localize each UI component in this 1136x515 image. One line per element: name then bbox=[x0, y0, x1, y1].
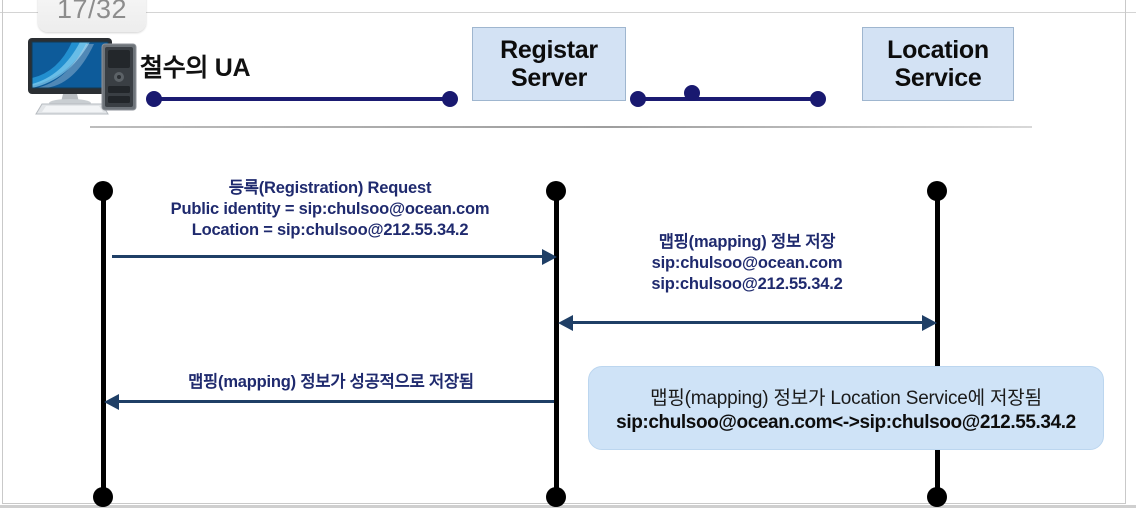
message-mapping-store-label: 맵핑(mapping) 정보 저장 sip:chulsoo@ocean.com … bbox=[558, 232, 936, 295]
connector-ua-registrar bbox=[156, 97, 452, 101]
location-lifeline-bottom-dot bbox=[927, 487, 947, 507]
message-line: 맵핑(mapping) 정보 저장 bbox=[658, 233, 836, 251]
registrar-lifeline-bottom-dot bbox=[546, 487, 566, 507]
message-line: Public identity = sip:chulsoo@ocean.com bbox=[170, 200, 490, 219]
message-line: sip:chulsoo@212.55.34.2 bbox=[651, 275, 843, 294]
connector-knob-registrar-right bbox=[630, 91, 646, 107]
callout-line2: sip:chulsoo@ocean.com<->sip:chulsoo@212.… bbox=[616, 411, 1076, 433]
arrow-mapping-success bbox=[118, 400, 554, 403]
header-divider bbox=[90, 126, 1032, 128]
ua-lifeline-top-dot bbox=[93, 181, 113, 201]
message-line: 맵핑(mapping) 정보가 성공적으로 저장됨 bbox=[188, 373, 474, 391]
registrar-lifeline bbox=[554, 190, 559, 497]
message-line: sip:chulsoo@ocean.com bbox=[651, 254, 843, 273]
connector-knob-ua bbox=[146, 91, 162, 107]
connector-knob-location bbox=[810, 91, 826, 107]
registrar-box-line1: Registar bbox=[500, 36, 598, 64]
message-mapping-success-label: 맵핑(mapping) 정보가 성공적으로 저장됨 bbox=[106, 372, 556, 393]
ua-lifeline-bottom-dot bbox=[93, 487, 113, 507]
location-service-box: Location Service bbox=[862, 27, 1014, 101]
registrar-lifeline-top-dot bbox=[546, 181, 566, 201]
arrow-registration-request bbox=[112, 255, 544, 258]
location-service-callout: 맵핑(mapping) 정보가 Location Service에 저장됨 si… bbox=[588, 366, 1104, 450]
connector-registrar-location bbox=[640, 97, 820, 101]
desktop-computer-icon bbox=[22, 32, 140, 118]
ua-lifeline bbox=[101, 190, 106, 497]
message-line: 등록(Registration) Request bbox=[228, 179, 432, 197]
callout-line1: 맵핑(mapping) 정보가 Location Service에 저장됨 bbox=[650, 387, 1042, 409]
registrar-server-box: Registar Server bbox=[472, 27, 626, 101]
location-box-line1: Location bbox=[887, 36, 989, 64]
bottom-divider bbox=[0, 505, 1136, 508]
message-line: Location = sip:chulsoo@212.55.34.2 bbox=[191, 221, 469, 240]
slide-counter-badge[interactable]: 17/32 bbox=[38, 0, 146, 32]
location-lifeline bbox=[935, 190, 940, 497]
registrar-box-line2: Server bbox=[510, 64, 588, 92]
arrow-mapping-store-head-right bbox=[922, 314, 937, 331]
connector-knob-mid bbox=[684, 85, 700, 101]
message-registration-request-label: 등록(Registration) Request Public identity… bbox=[104, 178, 556, 241]
location-box-line2: Service bbox=[894, 64, 982, 92]
location-lifeline-top-dot bbox=[927, 181, 947, 201]
ua-label: 철수의 UA bbox=[140, 54, 251, 82]
arrow-registration-request-head bbox=[542, 248, 557, 265]
arrow-mapping-success-head bbox=[104, 393, 119, 410]
arrow-mapping-store-head-left bbox=[558, 314, 573, 331]
connector-knob-registrar-left bbox=[442, 91, 458, 107]
top-divider bbox=[0, 12, 1136, 13]
arrow-mapping-store bbox=[573, 321, 925, 324]
